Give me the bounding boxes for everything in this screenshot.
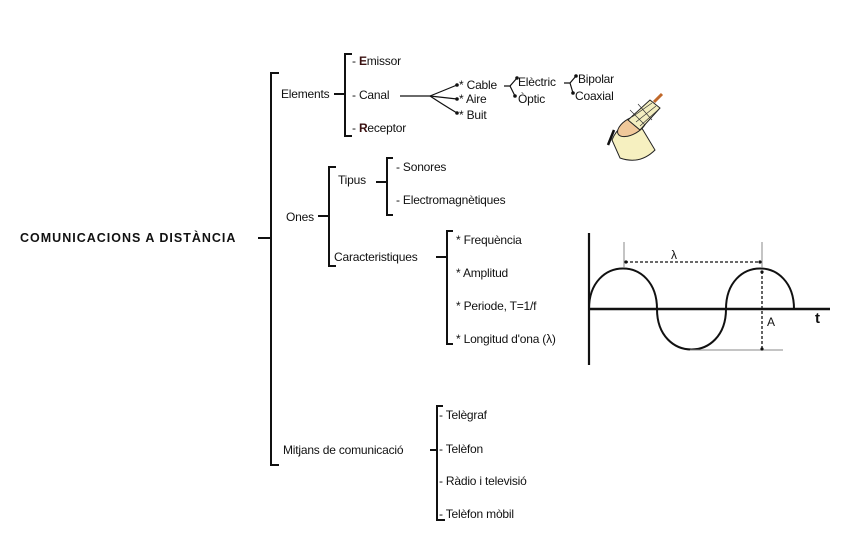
mitjans-bracket <box>436 405 445 521</box>
tipus-item-electromagnetiques: - Electromagnètiques <box>396 193 506 207</box>
tipus-item-sonores: - Sonores <box>396 160 447 174</box>
main-bracket <box>270 72 279 466</box>
caracteristiques-bracket <box>446 230 453 345</box>
dot <box>455 83 459 87</box>
dot <box>571 91 575 95</box>
mitjans-label: Mitjans de comunicació <box>283 443 404 457</box>
wave-time-label: t <box>815 310 820 327</box>
tipus-label: Tipus <box>338 173 366 187</box>
tipus-bracket <box>386 157 393 216</box>
cable-fork-top <box>504 77 518 87</box>
dot <box>513 94 517 98</box>
root-title: COMUNICACIONS A DISTÀNCIA <box>20 231 237 245</box>
mitja-telefon-mobil: - Telèfon mòbil <box>439 507 514 521</box>
mitja-radio-televisio: - Ràdio i televisió <box>439 474 527 488</box>
dot <box>455 97 459 101</box>
ones-label: Ones <box>286 210 314 224</box>
cable-type-optic: Òptic <box>518 92 546 106</box>
electric-type-coaxial: Coaxial <box>575 89 614 103</box>
dot <box>515 76 519 80</box>
ones-bracket <box>328 166 336 267</box>
canal-branch-buit <box>429 95 458 114</box>
caracteristica-frequencia: * Frequència <box>456 233 522 247</box>
mitja-telegraf: - Telègraf <box>439 408 487 422</box>
wave-diagram <box>587 233 830 365</box>
canal-branch-cable <box>429 84 458 97</box>
caracteristica-amplitud: * Amplitud <box>456 266 509 280</box>
dot <box>455 111 459 115</box>
wave-amplitude-label: A <box>767 315 775 329</box>
elements-label: Elements <box>281 87 330 101</box>
element-item-receptor: - Receptor <box>352 121 407 135</box>
canal-type-cable: * Cable <box>459 78 497 92</box>
wave-lambda-label: λ <box>671 248 677 262</box>
caracteristica-periode: * Periode, T=1/f <box>456 299 537 313</box>
element-item-canal: - Canal <box>352 88 390 102</box>
caracteristiques-label: Caracteristiques <box>334 250 418 264</box>
caracteristica-longitud-ona: * Longitud d'ona (λ) <box>456 332 556 346</box>
electric-fork-top <box>564 75 577 84</box>
element-item-emissor: - Emissor <box>352 54 401 68</box>
canal-branch-aire <box>429 95 458 100</box>
canal-type-buit: * Buit <box>459 108 487 122</box>
coaxial-cable-icon <box>606 92 664 161</box>
cable-type-electric: Elèctric <box>518 75 556 89</box>
mitja-telefon: - Telèfon <box>439 442 484 456</box>
electric-type-bipolar: Bipolar <box>578 72 614 86</box>
canal-type-aire: * Aire <box>459 92 487 106</box>
elements-bracket <box>344 53 352 137</box>
dot <box>574 74 578 78</box>
cable-fork-bottom <box>509 85 516 97</box>
